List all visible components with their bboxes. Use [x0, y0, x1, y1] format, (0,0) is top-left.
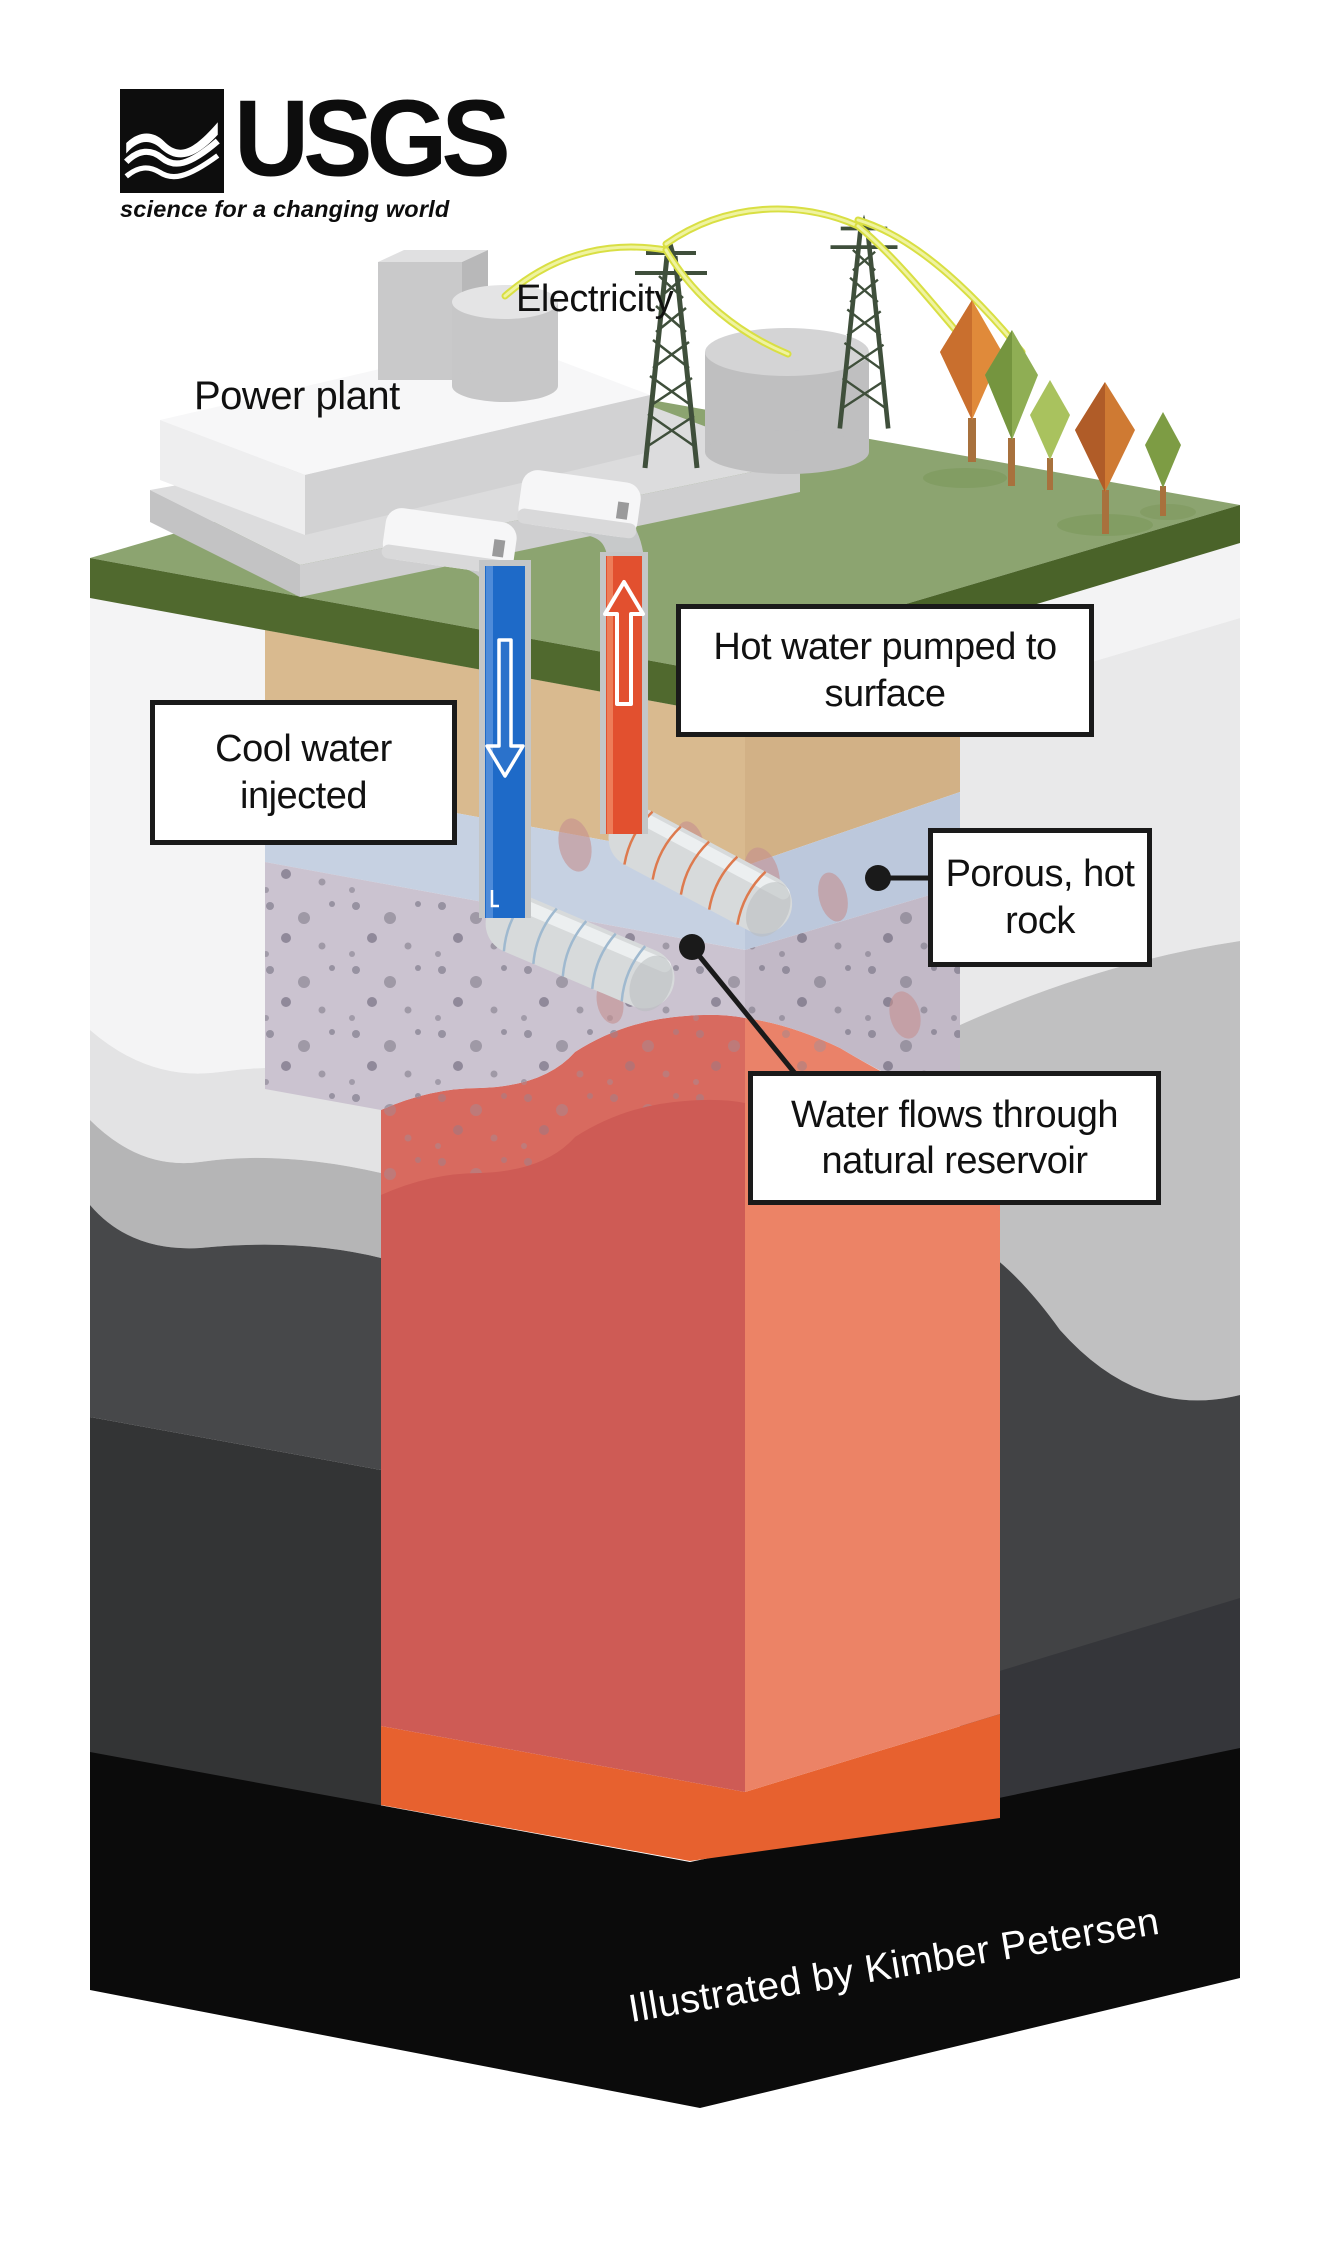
callout-porous-rock: Porous, hot rock — [928, 828, 1152, 967]
trees — [940, 300, 1181, 534]
storage-tank-small — [452, 285, 558, 402]
up-arrow-icon — [603, 580, 645, 706]
tree-orange-icon — [940, 300, 1002, 462]
cool-water-pipe — [479, 560, 531, 918]
callout-leaders — [679, 865, 930, 1084]
base-rock-block — [90, 1748, 1240, 2108]
electricity-label: Electricity — [516, 278, 674, 320]
down-arrow-icon — [485, 638, 525, 778]
usgs-logo: USGS science for a changing world — [120, 78, 590, 223]
callout-cool-water: Cool water injected — [150, 700, 457, 845]
callout-reservoir: Water flows through natural reservoir — [748, 1071, 1161, 1205]
power-plant-label: Power plant — [194, 374, 400, 418]
callout-cool-water-text: Cool water injected — [215, 728, 392, 817]
tree-orange-2-icon — [1075, 382, 1135, 534]
callout-hot-water-text: Hot water pumped to surface — [713, 626, 1057, 715]
tree-small-green-icon — [1030, 380, 1070, 490]
usgs-wave-icon — [120, 89, 224, 193]
usgs-tagline: science for a changing world — [120, 196, 450, 222]
production-well-casing — [597, 797, 803, 946]
hot-water-pipe — [600, 552, 648, 834]
callout-porous-rock-text: Porous, hot rock — [945, 853, 1135, 942]
leader-dot-porous — [865, 865, 891, 891]
reservoir-floor — [381, 1714, 1000, 1861]
leader-dot-reservoir — [679, 934, 705, 960]
tree-small-green-2-icon — [1145, 412, 1181, 516]
usgs-acronym: USGS — [234, 78, 511, 200]
callout-reservoir-text: Water flows through natural reservoir — [790, 1093, 1119, 1182]
hot-reservoir-column — [381, 1014, 1000, 1792]
callout-hot-water: Hot water pumped to surface — [676, 604, 1094, 737]
power-plant-buildings — [150, 250, 869, 597]
tree-green-icon — [985, 330, 1038, 486]
injection-well-casing — [475, 884, 684, 1019]
